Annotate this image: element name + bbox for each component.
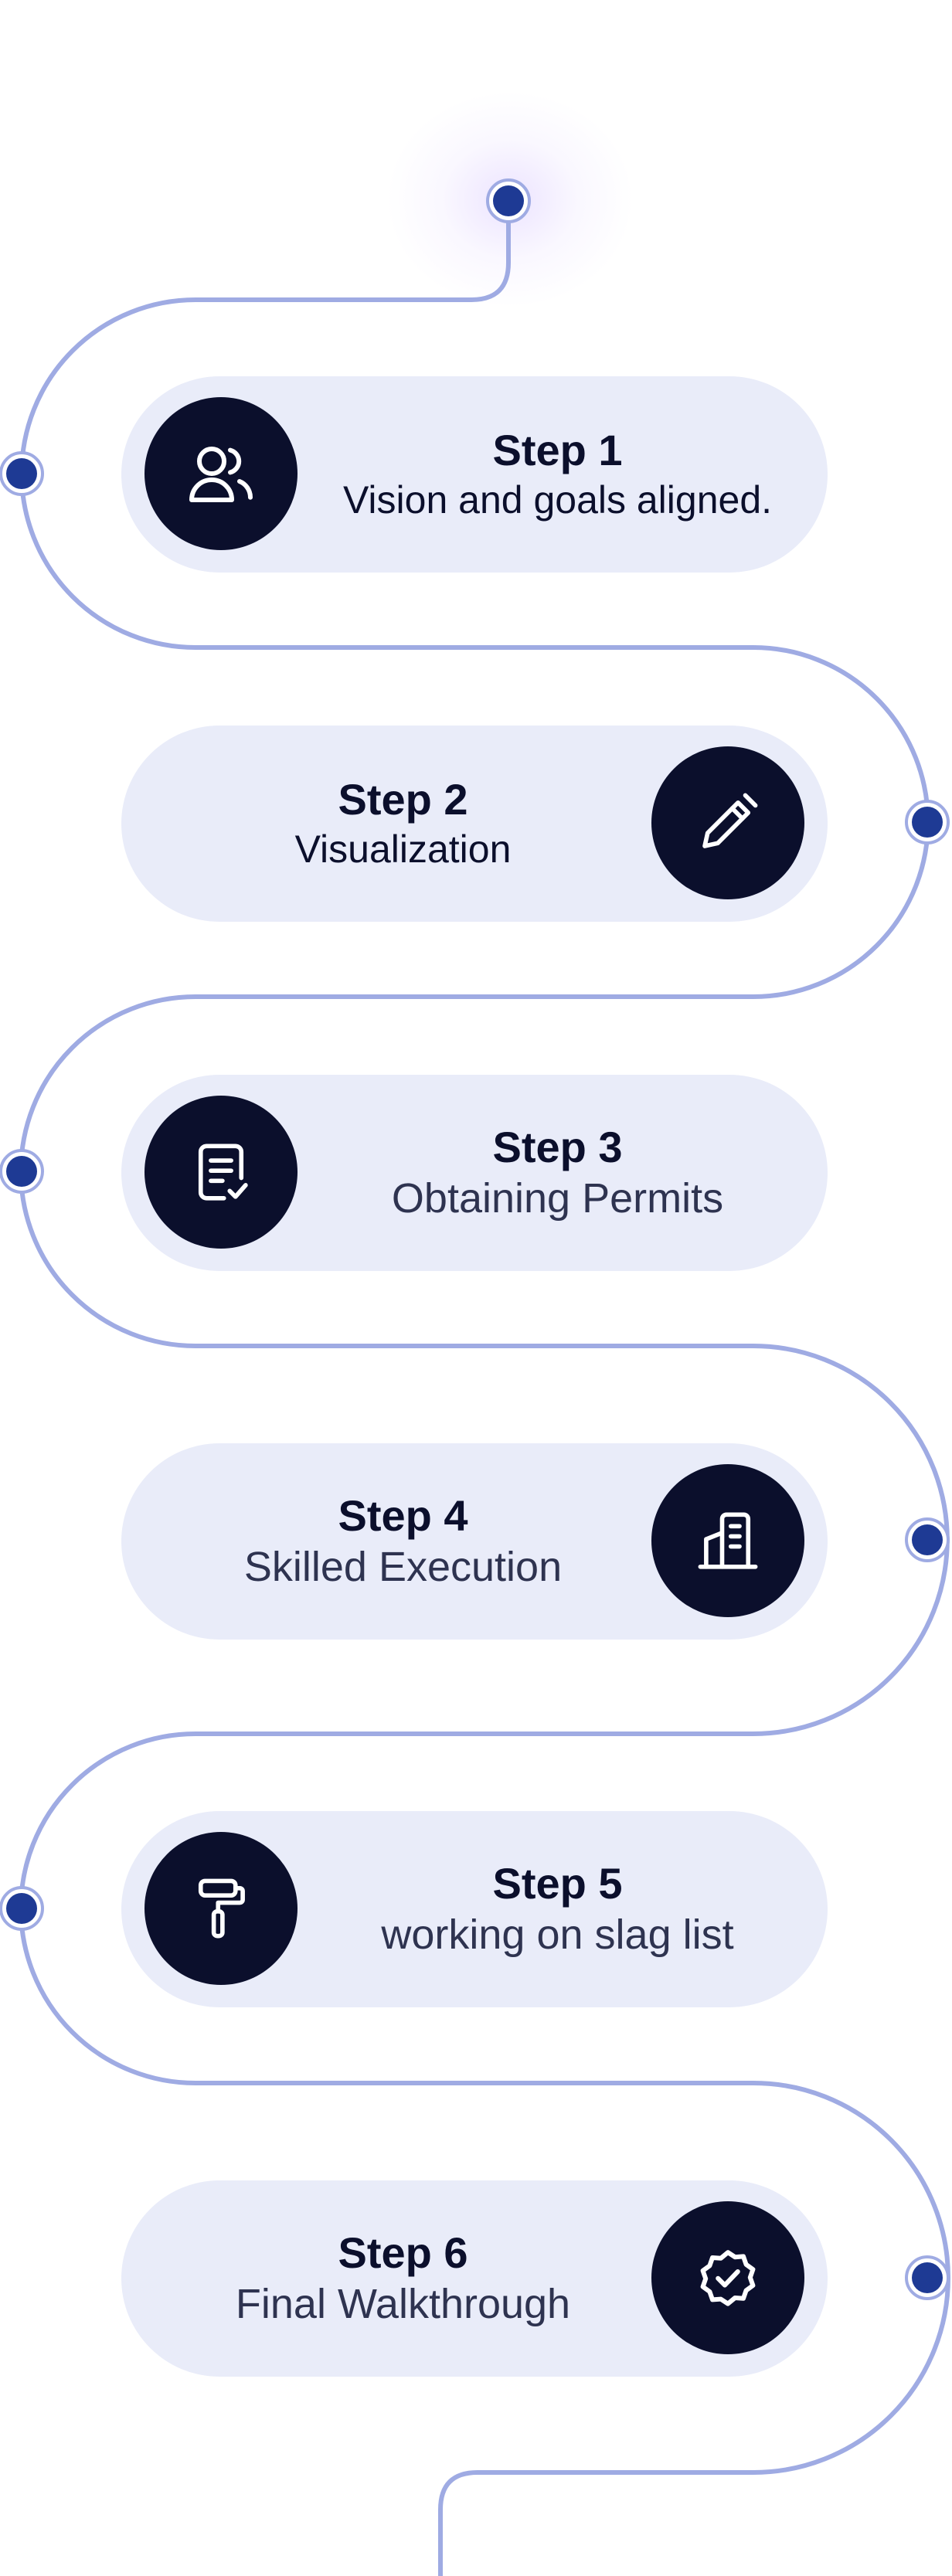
step-4-title: Step 4 (338, 1490, 468, 1540)
verified-badge-icon (700, 2250, 756, 2306)
timeline-node-step-1 (6, 458, 37, 489)
step-6-icon-circle (651, 2201, 804, 2354)
step-card-4: Step 4 Skilled Execution (121, 1443, 828, 1640)
step-1-title: Step 1 (492, 426, 623, 475)
step-3-icon-circle (144, 1096, 298, 1249)
step-card-1: Step 1 Vision and goals aligned. (121, 376, 828, 573)
paint-roller-icon (198, 1878, 245, 1939)
document-check-icon (198, 1144, 248, 1201)
step-5-title: Step 5 (492, 1858, 623, 1908)
step-5-description: working on slag list (381, 1911, 734, 1958)
step-1-icon-circle (144, 397, 298, 550)
step-4-description: Skilled Execution (243, 1543, 563, 1590)
timeline-node-step-5 (6, 1893, 37, 1924)
timeline-start-node (493, 185, 524, 216)
timeline-node-step-4 (912, 1524, 943, 1555)
step-3-title: Step 3 (492, 1122, 623, 1171)
step-card-5: Step 5 working on slag list (121, 1811, 828, 2007)
step-4-icon-circle (651, 1464, 804, 1617)
timeline-node-step-6 (912, 2262, 943, 2293)
users-icon (189, 447, 253, 502)
timeline-node-step-3 (6, 1156, 37, 1187)
step-card-6: Step 6 Final Walkthrough (121, 2180, 828, 2377)
step-3-description: Obtaining Permits (391, 1174, 724, 1222)
step-6-title: Step 6 (338, 2228, 468, 2277)
step-2-title: Step 2 (338, 775, 468, 824)
step-6-description: Final Walkthrough (235, 2280, 571, 2327)
pencil-icon (702, 793, 758, 848)
step-card-3: Step 3 Obtaining Permits (121, 1075, 828, 1271)
step-2-icon-circle (651, 746, 804, 899)
step-2-description: Visualization (294, 828, 512, 872)
timeline-node-step-2 (912, 807, 943, 838)
building-icon (698, 1512, 758, 1569)
step-card-2: Step 2 Visualization (121, 726, 828, 922)
step-1-description: Vision and goals aligned. (342, 478, 773, 522)
step-5-icon-circle (144, 1832, 298, 1985)
